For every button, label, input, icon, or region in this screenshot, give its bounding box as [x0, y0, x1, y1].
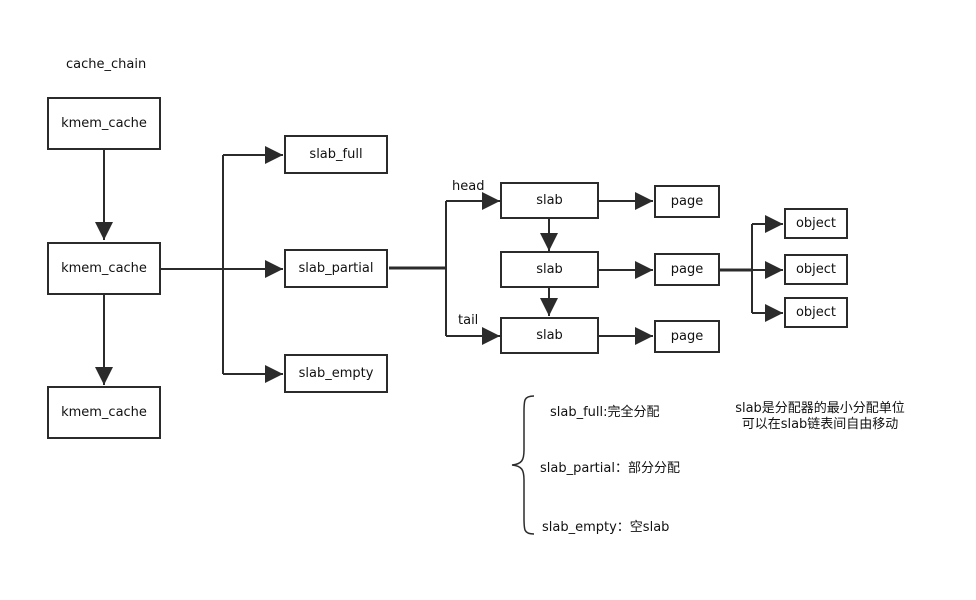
slab-note-line-1: slab是分配器的最小分配单位	[735, 401, 905, 416]
slab-full-node: slab_full	[284, 135, 388, 174]
page-node-3: page	[654, 320, 720, 353]
legend-slab-full: slab_full:完全分配	[550, 405, 660, 420]
slab-note-line-2: 可以在slab链表间自由移动	[741, 417, 899, 432]
slab-partial-node: slab_partial	[284, 249, 388, 288]
tail-label: tail	[458, 313, 479, 328]
object-node-3: object	[784, 297, 848, 328]
object-node-2: object	[784, 254, 848, 285]
slab-empty-node: slab_empty	[284, 354, 388, 393]
kmem-cache-node-2: kmem_cache	[47, 242, 161, 295]
legend-slab-empty: slab_empty：空slab	[542, 520, 670, 535]
kmem-cache-node-3: kmem_cache	[47, 386, 161, 439]
kmem-cache-node-1: kmem_cache	[47, 97, 161, 150]
slab-node-2: slab	[500, 251, 599, 288]
object-node-1: object	[784, 208, 848, 239]
page-node-1: page	[654, 185, 720, 218]
slab-node-1: slab	[500, 182, 599, 219]
legend-slab-partial: slab_partial：部分分配	[540, 461, 680, 476]
page-node-2: page	[654, 253, 720, 286]
diagram-title: cache_chain	[66, 57, 147, 72]
legend-brace	[511, 395, 535, 535]
slab-node-3: slab	[500, 317, 599, 354]
head-label: head	[452, 179, 485, 194]
